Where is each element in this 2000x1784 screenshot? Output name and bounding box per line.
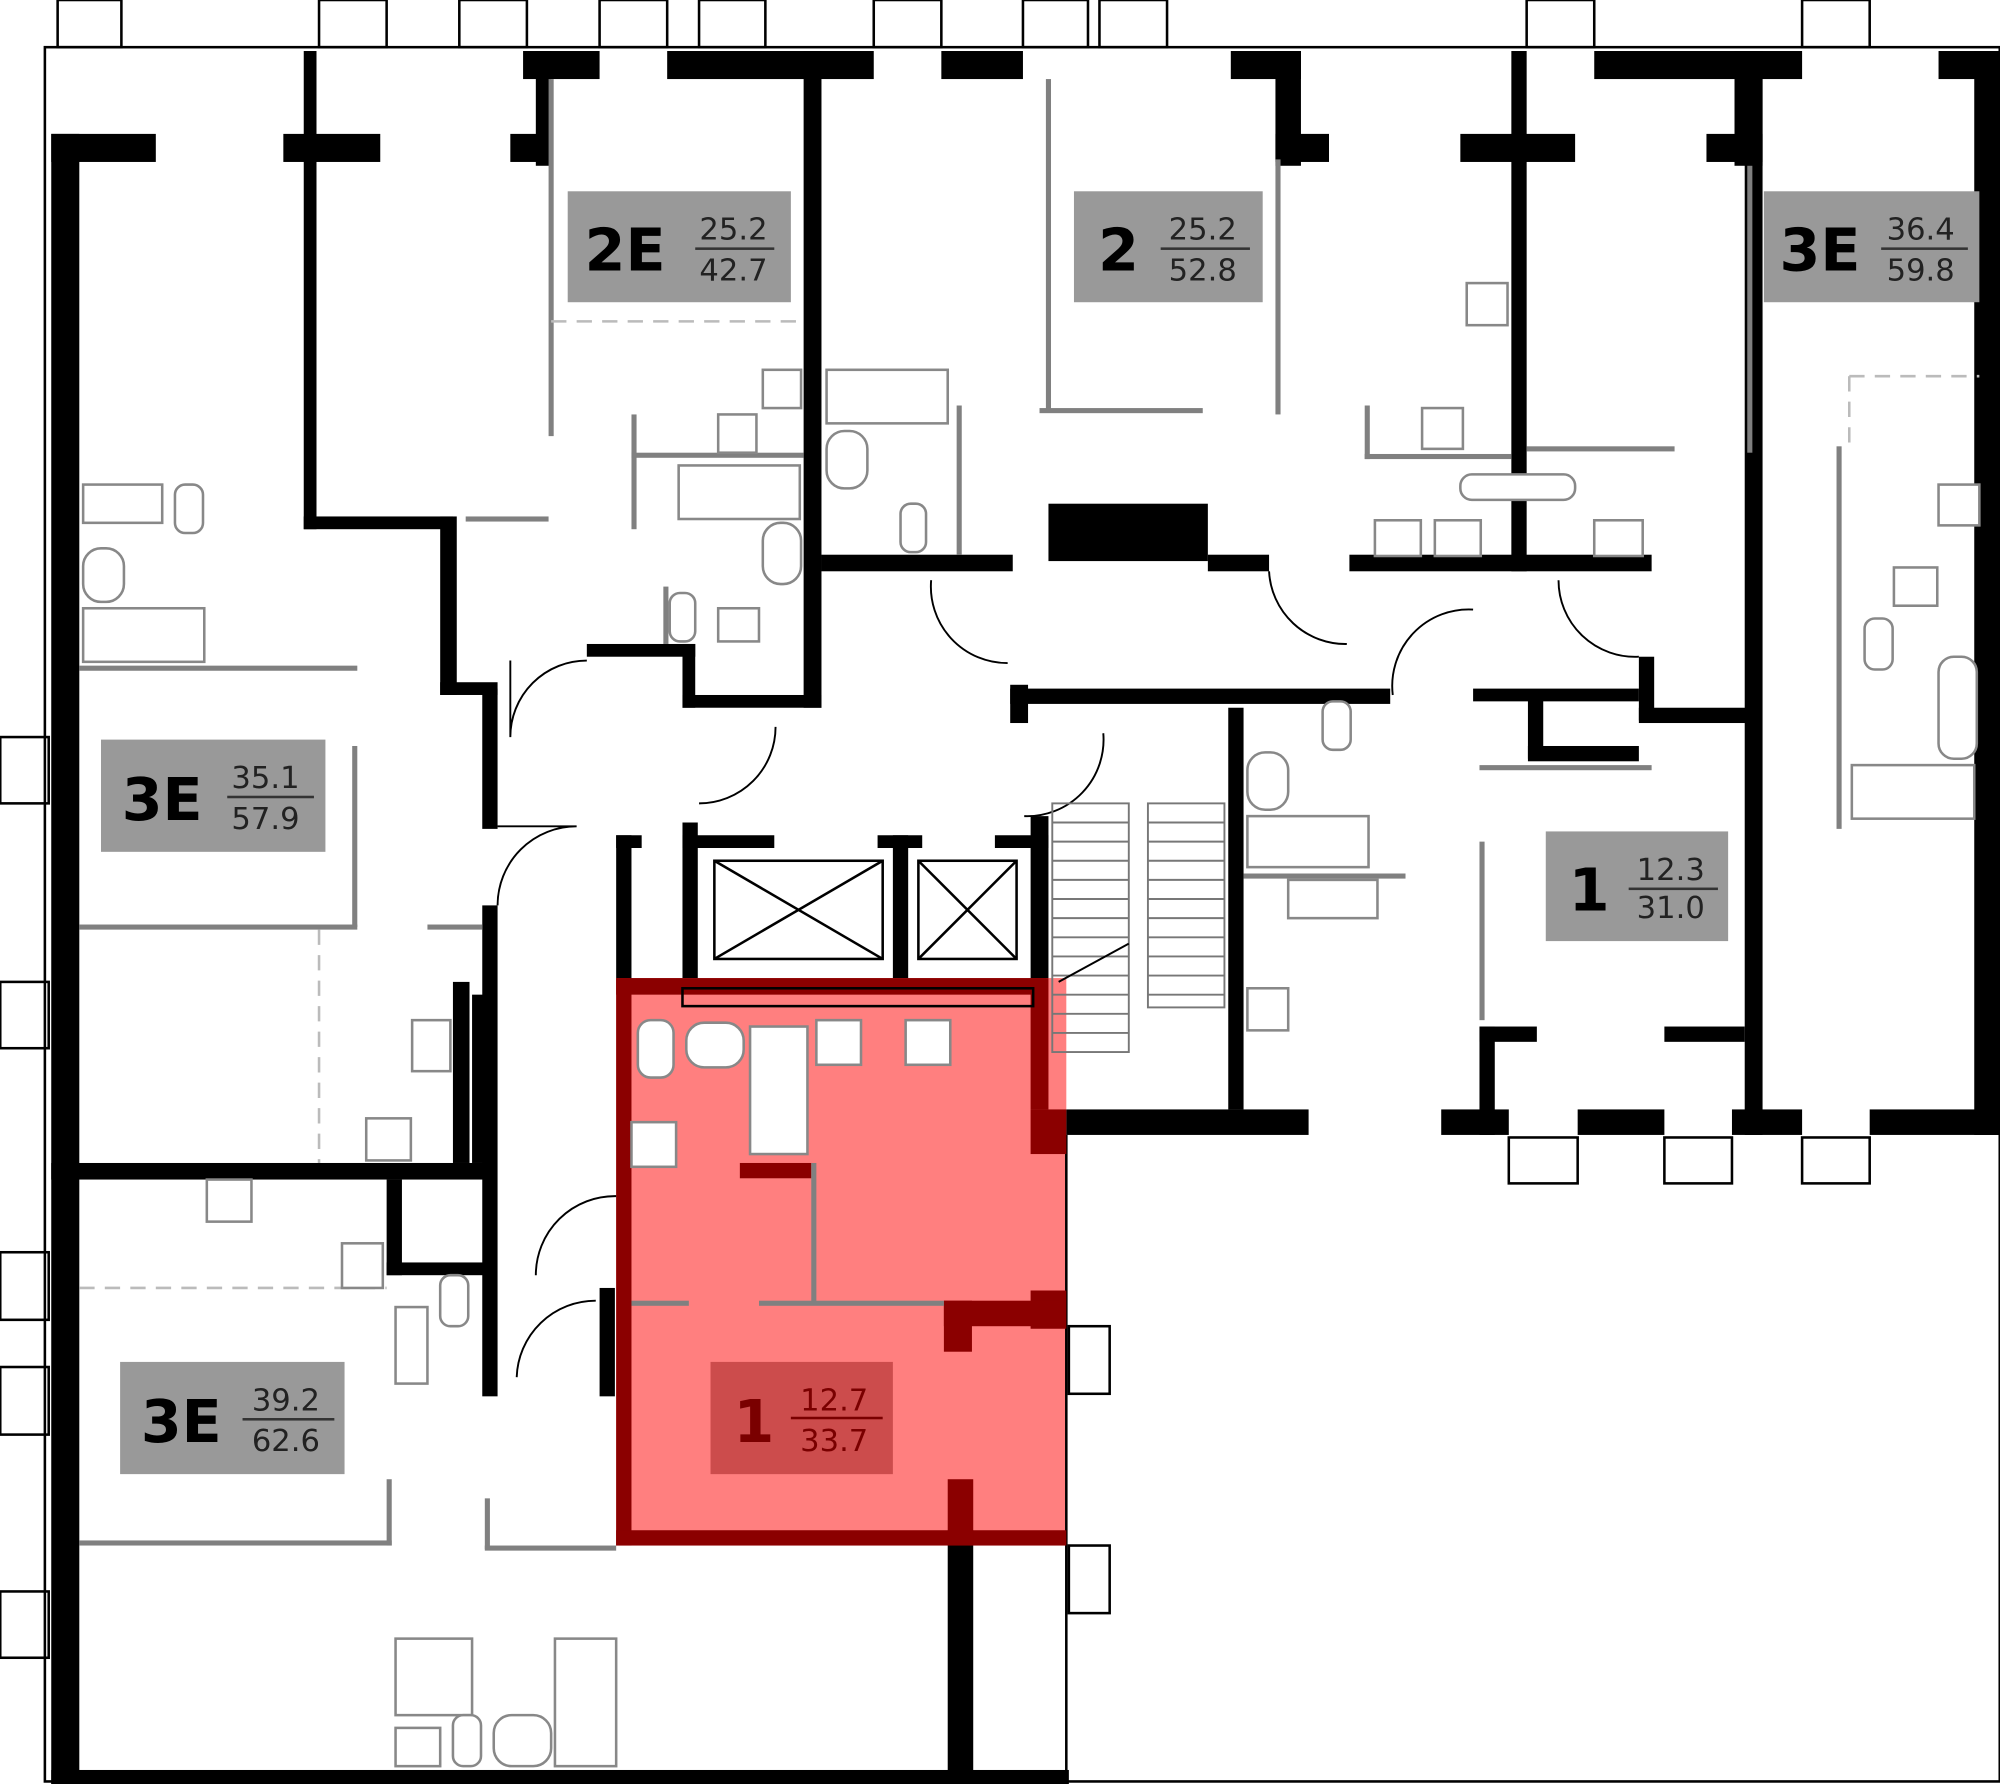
unit-type: 1 <box>1569 856 1610 924</box>
unit-label-1[interactable]: 1 12.3 31.0 <box>1545 831 1729 942</box>
unit-living-area: 35.1 <box>231 761 299 796</box>
unit-living-area: 12.7 <box>800 1383 868 1418</box>
unit-type: 1 <box>733 1388 774 1456</box>
unit-label-1-selected[interactable]: 1 12.7 33.7 <box>710 1361 893 1475</box>
unit-living-area: 39.2 <box>252 1383 320 1418</box>
doors <box>496 571 1639 1378</box>
unit-total-area: 33.7 <box>800 1424 868 1459</box>
unit-living-area: 25.2 <box>699 213 767 248</box>
selected-apartment-walls <box>616 978 1067 1546</box>
unit-total-area: 62.6 <box>252 1424 320 1459</box>
unit-label-3e[interactable]: 3E 35.1 57.9 <box>100 739 326 852</box>
unit-total-area: 31.0 <box>1637 891 1705 926</box>
unit-type: 2 <box>1098 216 1139 284</box>
unit-total-area: 59.8 <box>1887 254 1955 289</box>
unit-type: 3E <box>141 1388 222 1456</box>
partitions <box>79 79 1842 1551</box>
windows <box>0 0 1871 1660</box>
staircase <box>1051 802 1226 1053</box>
unit-type: 2E <box>585 216 666 284</box>
unit-label-3e[interactable]: 3E 39.2 62.6 <box>120 1361 345 1475</box>
unit-label-2[interactable]: 2 25.2 52.8 <box>1073 191 1263 303</box>
elevator <box>713 859 884 961</box>
unit-type: 3E <box>122 766 203 834</box>
unit-label-2e[interactable]: 2E 25.2 42.7 <box>567 191 791 303</box>
unit-total-area: 57.9 <box>231 802 299 837</box>
unit-living-area: 25.2 <box>1169 213 1237 248</box>
fixtures <box>81 281 1981 1768</box>
unit-total-area: 52.8 <box>1169 254 1237 289</box>
unit-living-area: 12.3 <box>1637 853 1705 888</box>
unit-total-area: 42.7 <box>699 254 767 289</box>
unit-type: 3E <box>1780 216 1861 284</box>
unit-label-3e[interactable]: 3E 36.4 59.8 <box>1763 191 1980 303</box>
elevator <box>917 859 1018 961</box>
walls <box>51 51 2000 1784</box>
unit-living-area: 36.4 <box>1887 213 1955 248</box>
